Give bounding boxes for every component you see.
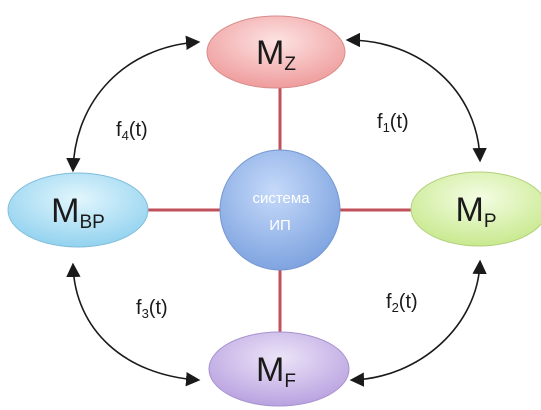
svg-text:MF: MF — [256, 351, 296, 392]
center-line-1: система — [252, 190, 310, 207]
arrow-bottom-left — [66, 262, 201, 387]
label-f1: f1(t) — [377, 111, 409, 135]
node-mf-shape — [208, 331, 350, 407]
label-f2: f2(t) — [386, 291, 418, 315]
label-f4: f4(t) — [116, 119, 148, 143]
arrow-top-right — [345, 32, 487, 163]
node-mf-sub: F — [284, 371, 296, 392]
node-mp-sub: P — [484, 211, 497, 232]
svg-text:MP: MP — [455, 191, 496, 232]
center-node: система ИП — [219, 149, 341, 271]
node-mbp-shape — [7, 172, 149, 248]
node-mbp: MBP — [7, 172, 149, 248]
svg-text:MZ: MZ — [256, 34, 296, 75]
node-mbp-main: M — [51, 192, 79, 230]
node-mz: MZ — [206, 15, 346, 89]
node-mf-main: M — [256, 351, 284, 389]
node-mbp-sub: BP — [79, 212, 104, 233]
arrow-left-top — [66, 35, 201, 173]
svg-text:MBP: MBP — [51, 192, 105, 233]
arrow-right-bottom — [349, 259, 487, 387]
center-line-2: ИП — [269, 217, 291, 234]
relation-arrows — [66, 32, 487, 387]
label-f3: f3(t) — [136, 297, 168, 321]
node-mp: MP — [410, 171, 541, 247]
node-mz-sub: Z — [284, 54, 296, 75]
node-mf: MF — [208, 331, 350, 407]
node-mz-main: M — [256, 34, 284, 72]
node-mz-shape — [206, 15, 346, 89]
center-node-shape — [219, 149, 341, 271]
node-mp-main: M — [455, 191, 483, 229]
node-mp-shape — [410, 171, 541, 247]
connector-lines — [148, 85, 413, 334]
